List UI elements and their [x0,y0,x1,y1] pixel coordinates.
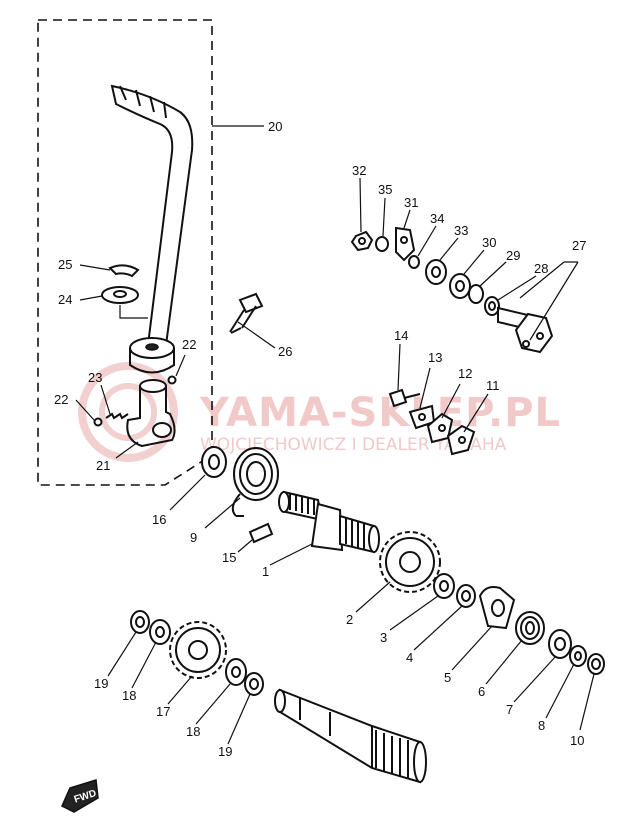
ball-22-lower [93,417,103,427]
leader-lines [75,125,595,745]
callout-13: 13 [428,350,442,365]
kick-gear-2 [379,531,441,593]
screw-14 [388,388,421,408]
ratchet-5 [478,586,516,630]
watermark-subtitle: WOJCIECHOWICZ I DEALER YAMAHA [200,435,507,455]
callout-20: 20 [268,119,282,134]
washer-29 [468,284,484,304]
spring-23 [105,412,129,420]
pin-15 [248,522,274,544]
callout-16: 16 [152,512,166,527]
ball-34 [408,255,420,269]
callout-1: 1 [262,564,269,579]
torsion-spring-9 [231,447,279,517]
nut-32 [350,230,374,252]
plate-12 [426,412,454,444]
watermark-title: YAMA-SKLEP.PL [199,390,561,436]
callout-4: 4 [406,650,413,665]
callout-26: 26 [278,344,292,359]
stopper-shaft-27 [497,306,554,354]
callout-15: 15 [222,550,236,565]
callout-33: 33 [454,223,468,238]
circlip-25 [108,264,140,278]
kick-axle [278,490,380,554]
forward-direction-arrow: FWD [61,779,99,813]
callout-30: 30 [482,235,496,250]
spring-6 [515,611,545,645]
callout-31: 31 [404,195,418,210]
callout-11: 11 [486,378,500,393]
kick-lever-assembly-boundary [37,19,213,486]
washer-4 [456,584,476,608]
callout-5: 5 [444,670,451,685]
washer-18-right [225,658,247,686]
callout-34: 34 [430,211,444,226]
callout-18-left: 18 [122,688,136,703]
bolt-26 [229,292,264,334]
callout-17: 17 [156,704,170,719]
callout-35: 35 [378,182,392,197]
callout-10: 10 [570,733,584,748]
oil-seal-16 [201,446,227,478]
washer-18-left [149,619,171,645]
ball-22-upper [167,375,177,385]
callout-29: 29 [506,248,520,263]
plate-11 [446,424,476,456]
washer-19-right [244,672,264,696]
callout-27: 27 [572,238,586,253]
kick-boss [126,379,176,448]
callout-19-right: 19 [218,744,232,759]
callout-32: 32 [352,163,366,178]
callout-28: 28 [534,261,548,276]
callout-3: 3 [380,630,387,645]
callout-18-right: 18 [186,724,200,739]
kick-lever [110,84,194,374]
callout-12: 12 [458,366,472,381]
washer-33 [425,259,447,285]
washer-35 [375,236,389,252]
callout-6: 6 [478,684,485,699]
callout-25: 25 [58,257,72,272]
callout-21: 21 [96,458,110,473]
stopper-31 [395,226,416,262]
washer-30 [449,273,471,299]
callout-24: 24 [58,292,72,307]
circlip-10 [587,653,605,675]
idler-gear-17 [169,621,227,679]
washer-24 [101,286,139,304]
watermark: YAMA-SKLEP.PL WOJCIECHOWICZ I DEALER YAM… [78,362,561,462]
callout-7: 7 [506,702,513,717]
washer-7 [548,629,572,659]
callout-22-upper: 22 [182,337,196,352]
washer-8 [569,645,587,667]
callout-14: 14 [394,328,408,343]
callout-9: 9 [190,530,197,545]
callout-22-lower: 22 [54,392,68,407]
lower-shaft [274,688,427,784]
callout-numbers: 20 25 24 22 23 22 21 26 16 9 15 1 2 3 4 … [54,119,586,759]
callout-19-left: 19 [94,676,108,691]
washer-19-left [130,610,150,634]
callout-2: 2 [346,612,353,627]
oring-28 [484,296,500,316]
callout-23: 23 [88,370,102,385]
callout-8: 8 [538,718,545,733]
washer-3 [433,573,455,599]
